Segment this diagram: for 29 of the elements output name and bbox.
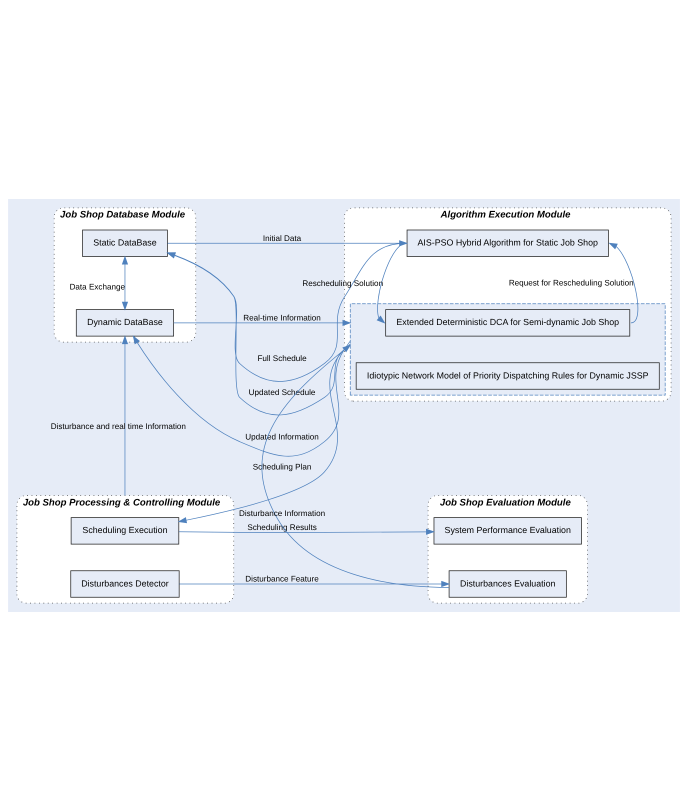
arrow	[178, 528, 435, 534]
node-box: Scheduling Execution	[70, 516, 180, 544]
arrow	[608, 242, 638, 323]
edge-label: Request for Rescheduling Solution	[508, 278, 634, 288]
arrow	[122, 334, 128, 496]
edge-label: Disturbance Information	[239, 508, 326, 518]
node-box: Extended Deterministic DCA for Semi-dynamic Job Shop	[385, 308, 630, 336]
node-box: Static DataBase	[82, 229, 168, 256]
node-box: Disturbances Detector	[70, 570, 180, 598]
node-box: Disturbances Evaluation	[448, 570, 567, 598]
arrow	[122, 255, 128, 310]
arrow	[132, 334, 351, 456]
edge-label: Disturbance Feature	[245, 574, 319, 584]
arrow	[178, 343, 351, 523]
node-box: AIS-PSO Hybrid Algorithm for Static Job Shop	[406, 229, 609, 256]
edge-label: Real-time Information	[243, 313, 321, 322]
edge-label: Full Schedule	[257, 354, 307, 363]
cluster	[350, 302, 666, 396]
arrow	[173, 319, 352, 326]
node-box: Dynamic DataBase	[76, 308, 174, 336]
node-box: Idiotypic Network Model of Priority Dispatching Rules for Dynamic JSSP	[356, 362, 660, 390]
arrow	[262, 344, 450, 588]
edge-label: Initial Data	[262, 233, 302, 242]
edge-label: Disturbance and real time Information	[50, 421, 186, 430]
edge-label: Updated Information	[245, 432, 319, 441]
edge-label: Scheduling Results	[247, 522, 317, 532]
edge-label: Scheduling Plan	[252, 462, 312, 472]
arrow	[178, 580, 450, 587]
node-box: System Performance Evaluation	[434, 516, 582, 544]
